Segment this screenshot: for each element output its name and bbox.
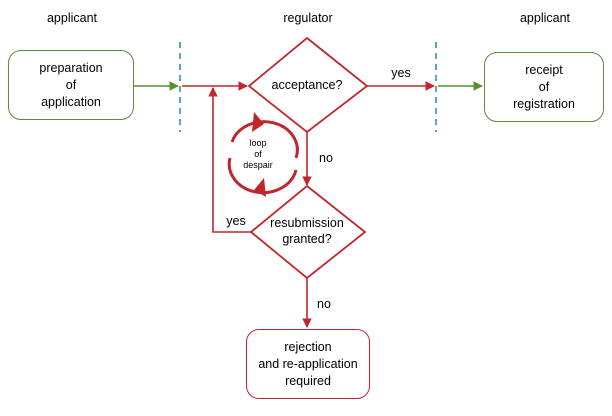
acceptance-yes-label: yes (391, 66, 411, 80)
loop-arrow-top (230, 120, 299, 159)
lane-label-applicant-right: applicant (519, 11, 571, 25)
resubmission-no-label: no (317, 297, 331, 311)
lane-label-applicant-left: applicant (46, 11, 98, 25)
loop-arrowhead-top (252, 112, 264, 132)
rejection-node: rejection and re-application required (246, 329, 370, 399)
acceptance-label: acceptance? (271, 78, 343, 92)
loop-arrowhead-bottom (254, 178, 266, 197)
loop-arrow-bottom (227, 157, 298, 195)
loop-of-despair-label: loop of despair (243, 138, 273, 170)
preparation-node: preparation of application (8, 50, 134, 120)
edge-resubmission-yes (208, 87, 251, 233)
resubmission-label: resubmission granted? (270, 216, 344, 246)
receipt-node: receipt of registration (484, 52, 604, 122)
acceptance-no-label: no (319, 151, 333, 165)
lane-label-regulator: regulator (283, 11, 333, 25)
resubmission-yes-label: yes (226, 214, 246, 228)
